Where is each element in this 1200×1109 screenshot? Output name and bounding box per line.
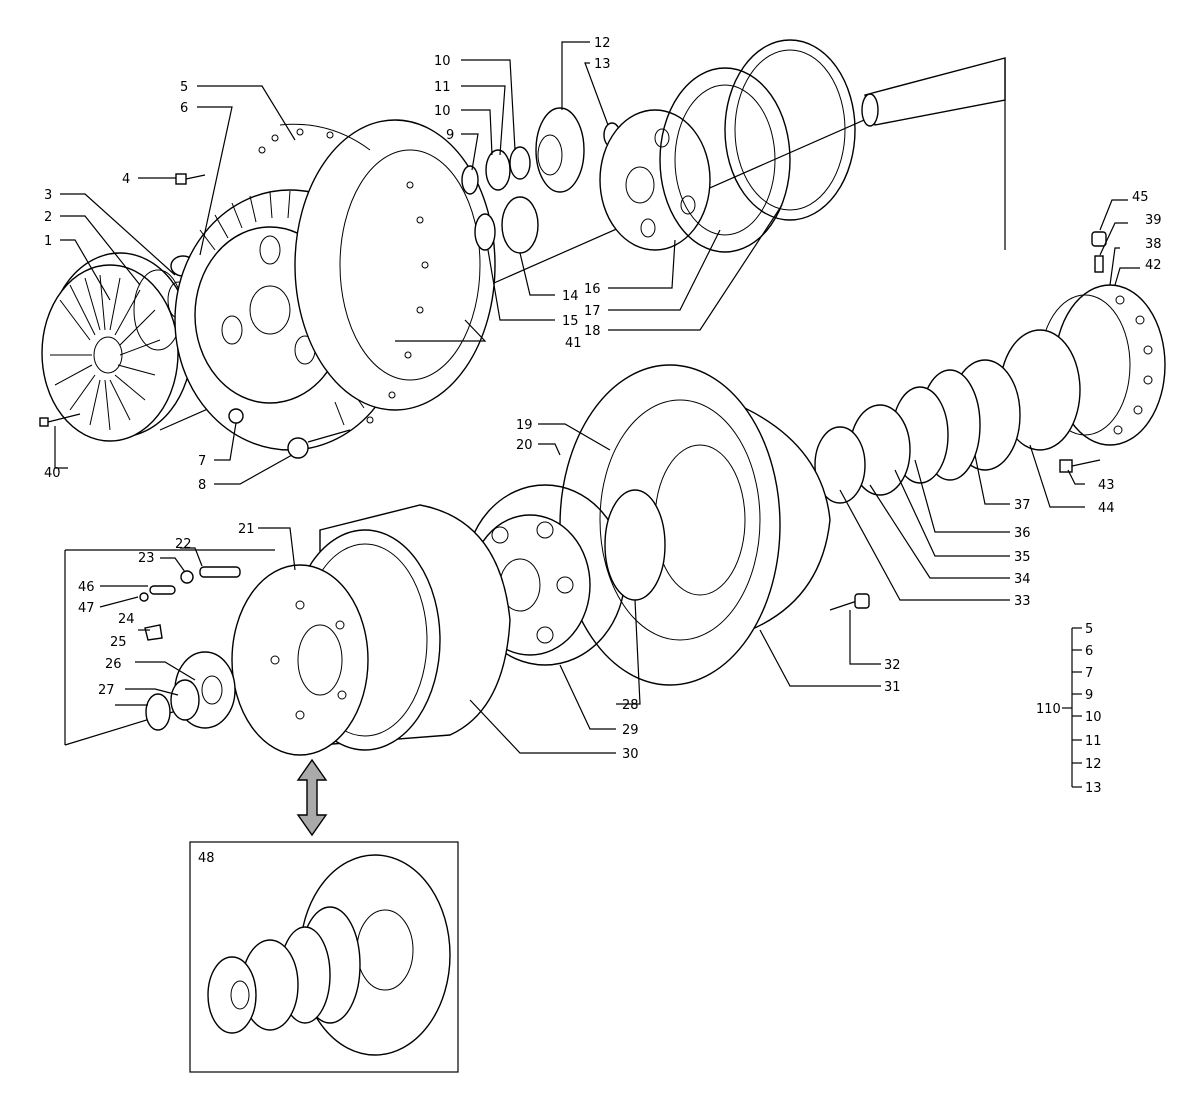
spindle-housing-31-part xyxy=(559,364,831,686)
label-22: 22 xyxy=(175,537,192,552)
kit-item: 6 xyxy=(1085,644,1093,659)
label-37: 37 xyxy=(1014,498,1031,513)
axle-shaft-part xyxy=(861,57,1006,127)
label-40: 40 xyxy=(44,466,61,481)
bolt-43-part xyxy=(1059,459,1101,473)
label-4: 4 xyxy=(122,172,130,187)
label-28: 28 xyxy=(622,698,639,713)
label-17: 17 xyxy=(584,304,601,319)
kit-item: 7 xyxy=(1085,666,1093,681)
label-18: 18 xyxy=(584,324,601,339)
label-42: 42 xyxy=(1145,258,1162,273)
label-12: 12 xyxy=(594,36,611,51)
double-arrow-icon xyxy=(296,758,328,837)
label-32: 32 xyxy=(884,658,901,673)
disc-21-part xyxy=(231,564,369,756)
label-7: 7 xyxy=(198,454,206,469)
label-8: 8 xyxy=(198,478,206,493)
label-10b: 10 xyxy=(434,104,451,119)
kit-number: 110 xyxy=(1036,702,1061,717)
label-46: 46 xyxy=(78,580,95,595)
grease-cap-45-part xyxy=(1091,231,1107,273)
label-34: 34 xyxy=(1014,572,1031,587)
label-43: 43 xyxy=(1098,478,1115,493)
label-16: 16 xyxy=(584,282,601,297)
screw-7-part xyxy=(228,408,244,424)
kit-item: 12 xyxy=(1085,757,1102,772)
kit-item: 11 xyxy=(1085,734,1102,749)
label-35: 35 xyxy=(1014,550,1031,565)
finned-cover-part xyxy=(41,252,193,442)
label-13: 13 xyxy=(594,57,611,72)
spring-pin-set-part xyxy=(139,566,241,641)
kit-item: 9 xyxy=(1085,688,1093,703)
large-gear-18-part xyxy=(724,39,856,221)
label-29: 29 xyxy=(622,723,639,738)
bearing-seal-set-part xyxy=(814,359,1021,504)
bearing-28-part xyxy=(604,489,666,601)
inset-box xyxy=(189,841,459,1073)
label-39: 39 xyxy=(1145,213,1162,228)
part-labels: 1 2 3 4 5 6 7 8 9 10 11 10 12 13 14 15 1… xyxy=(44,36,1162,866)
kit-item: 10 xyxy=(1085,710,1102,725)
label-47: 47 xyxy=(78,601,95,616)
bolt-4-part xyxy=(175,173,206,185)
label-20: 20 xyxy=(516,438,533,453)
leader-lines xyxy=(54,41,1140,754)
bearing-25-27-part xyxy=(145,651,236,731)
kit-item: 13 xyxy=(1085,781,1102,796)
label-6: 6 xyxy=(180,101,188,116)
label-33: 33 xyxy=(1014,594,1031,609)
plug-8-part xyxy=(287,429,351,459)
hub-housing-5-part xyxy=(258,119,496,424)
label-30: 30 xyxy=(622,747,639,762)
label-23: 23 xyxy=(138,551,155,566)
label-3: 3 xyxy=(44,188,52,203)
label-11: 11 xyxy=(434,80,451,95)
label-31: 31 xyxy=(884,680,901,695)
label-1: 1 xyxy=(44,234,52,249)
label-15: 15 xyxy=(562,314,579,329)
label-5: 5 xyxy=(180,80,188,95)
label-44: 44 xyxy=(1098,501,1115,516)
ring-gear-17-part xyxy=(659,67,791,253)
label-26: 26 xyxy=(105,657,122,672)
label-21: 21 xyxy=(238,522,255,537)
label-41: 41 xyxy=(565,336,582,351)
planet-carrier-16-part xyxy=(599,109,711,251)
label-27: 27 xyxy=(98,683,115,698)
bolt-40-part xyxy=(39,413,81,427)
label-45: 45 xyxy=(1132,190,1149,205)
label-48: 48 xyxy=(198,851,215,866)
label-24: 24 xyxy=(118,612,135,627)
label-9: 9 xyxy=(446,128,454,143)
wheel-hub-44-part xyxy=(999,284,1166,451)
label-10a: 10 xyxy=(434,54,451,69)
kit-item: 5 xyxy=(1085,622,1093,637)
label-25: 25 xyxy=(110,635,127,650)
label-36: 36 xyxy=(1014,526,1031,541)
label-14: 14 xyxy=(562,289,579,304)
planet-gear-set-part xyxy=(461,107,621,254)
label-19: 19 xyxy=(516,418,533,433)
label-38: 38 xyxy=(1145,237,1162,252)
stud-32-part xyxy=(829,593,870,611)
kit-bracket: 110 5 6 7 9 10 11 12 13 xyxy=(1036,622,1102,796)
label-2: 2 xyxy=(44,210,52,225)
